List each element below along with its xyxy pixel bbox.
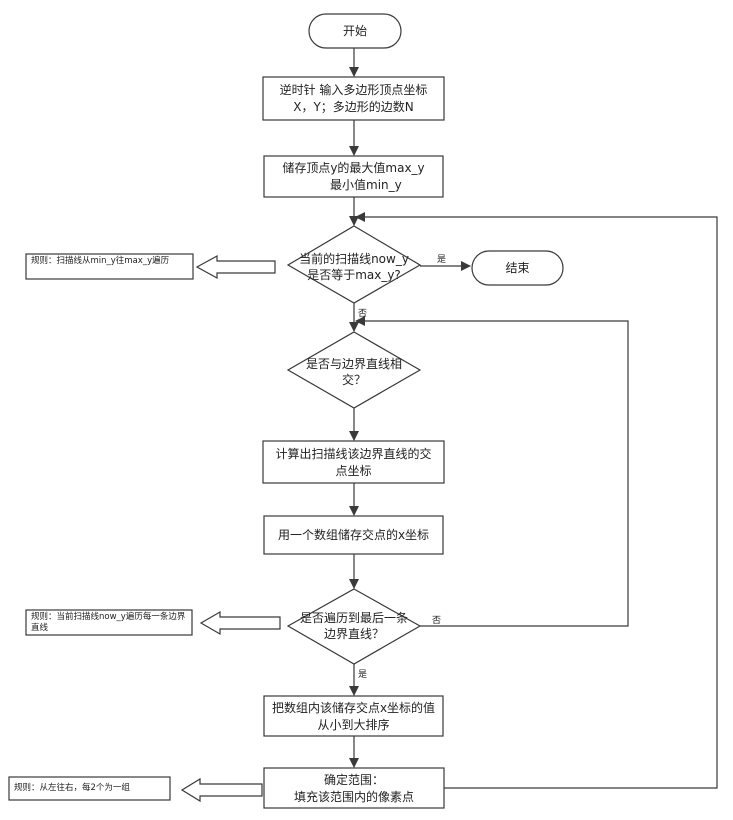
compute-label-line1: 计算出扫描线该边界直线的交 (275, 447, 432, 461)
start-label: 开始 (342, 24, 367, 38)
yes-label-decision1: 是 (437, 255, 447, 265)
note-box-1 (25, 253, 194, 280)
decision1-label-line2: 是否等于max_y? (307, 268, 401, 282)
store-label-line1: 储存顶点y的最大值max_y (282, 161, 425, 175)
loop-fill-back-to-decision1 (355, 212, 718, 789)
note-arrow-3 (180, 777, 263, 803)
store-label-line2: 最小值min_y (330, 178, 402, 192)
yes-label-decision3: 是 (358, 670, 368, 680)
note-text-1: 规则：扫描线从min_y往max_y遍历 (31, 256, 170, 266)
decision3-label-line1: 是否遍历到最后一条 (299, 611, 408, 625)
fill-label-line1: 确定范围： (323, 773, 384, 787)
array-store-label: 用一个数组储存交点的x坐标 (277, 528, 430, 542)
fill-label-line2: 填充该范围内的像素点 (293, 790, 414, 804)
end-terminal (471, 250, 564, 286)
start-terminal (308, 13, 402, 49)
decision3-label-line2: 边界直线？ (323, 627, 384, 641)
end-label: 结束 (505, 261, 530, 275)
loop-decision3-no-back (355, 316, 629, 627)
sort-label-line2: 从小到大排序 (317, 718, 390, 732)
note-box-3 (8, 776, 171, 801)
sort-array-box (263, 695, 444, 737)
sort-label-line1: 把数组内该储存交点x坐标的值 (271, 701, 436, 715)
note-arrow-2 (199, 610, 281, 636)
no-label-decision3: 否 (432, 616, 442, 626)
decision2-label-line1: 是否与边界直线相 (305, 357, 402, 371)
decision2-label-line2: 交？ (341, 373, 366, 387)
no-label-decision1: 否 (358, 309, 368, 319)
compute-intersection-box (262, 440, 445, 484)
store-process-box (263, 155, 444, 198)
input-label-line2: X，Y；多边形的边数N (293, 100, 414, 114)
store-x-array-box (263, 515, 444, 555)
note-box-2 (25, 609, 193, 636)
input-process-box (262, 76, 445, 121)
note-text-2: 规则：当前扫描线now_y遍历每一条边界直线 (31, 612, 186, 633)
decision1-label-line1: 当前的扫描线now_y (299, 252, 409, 266)
compute-label-line2: 点坐标 (335, 464, 372, 478)
note-text-3: 规则：从左往右，每2个为一组 (14, 783, 130, 793)
note-arrow-1 (195, 254, 276, 280)
input-label-line1: 逆时针 输入多边形顶点坐标 (279, 83, 428, 97)
